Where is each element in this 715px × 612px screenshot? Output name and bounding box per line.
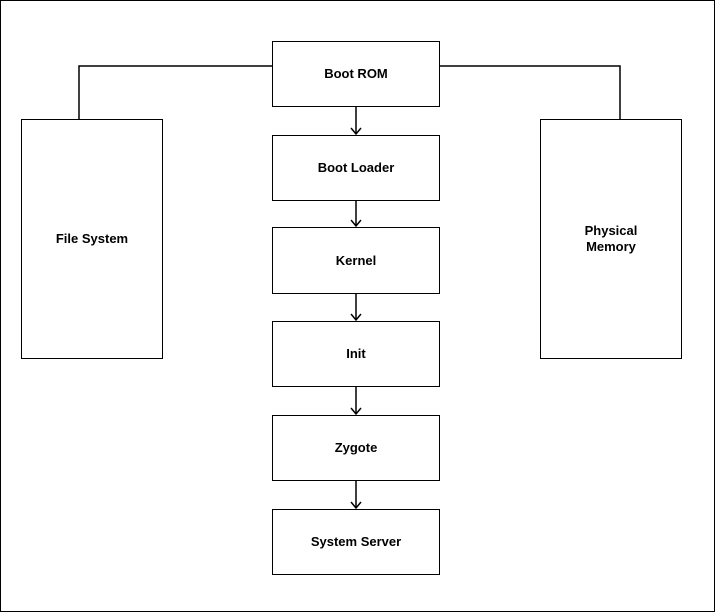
node-kernel-label: Kernel [335, 252, 377, 268]
node-zygote-label: Zygote [334, 440, 378, 455]
edge-boot-rom-to-physical-memory [440, 65, 621, 119]
node-zygote: Zygote [272, 415, 440, 481]
node-system-server-label: System Server [310, 534, 402, 549]
node-physical-memory-label: Physical Memory [584, 223, 638, 254]
node-init: Init [272, 321, 440, 387]
node-init-label: Init [346, 346, 366, 361]
node-file-system-label: File System [55, 231, 129, 246]
edge-boot-rom-to-file-system [78, 65, 272, 119]
node-system-server: System Server [272, 509, 440, 575]
edge-init-to-zygote [350, 387, 362, 416]
node-boot-rom-label: Boot ROM [324, 66, 388, 81]
edge-boot-loader-to-kernel [350, 201, 362, 228]
node-kernel: Kernel [272, 227, 440, 294]
node-boot-loader: Boot Loader [272, 135, 440, 201]
node-physical-memory: Physical Memory [540, 119, 682, 359]
edge-boot-rom-to-boot-loader [350, 107, 362, 136]
node-boot-rom: Boot ROM [272, 41, 440, 107]
edge-zygote-to-system-server [350, 481, 362, 510]
node-file-system: File System [21, 119, 163, 359]
node-boot-loader-label: Boot Loader [317, 160, 395, 175]
edge-kernel-to-init [350, 294, 362, 322]
